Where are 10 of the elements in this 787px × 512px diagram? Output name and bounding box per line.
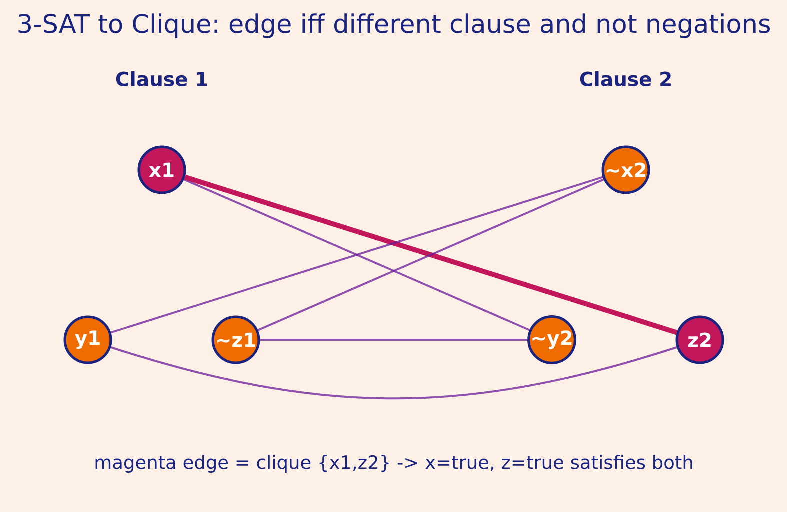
edge-line — [260, 339, 528, 341]
edge-line — [110, 176, 604, 334]
caption: magenta edge = clique {x1,z2} -> x=true, z=true satisfies both — [96, 455, 692, 473]
edge-line — [184, 178, 530, 332]
edge-line — [258, 178, 604, 332]
clause-heading: Clause 2 — [580, 71, 671, 87]
edge-line — [184, 174, 678, 336]
edge-line — [110, 346, 678, 400]
clause-heading: Clause 1 — [116, 71, 208, 87]
title: 3-SAT to Clique: edge iff different clause and not negations — [18, 14, 770, 38]
